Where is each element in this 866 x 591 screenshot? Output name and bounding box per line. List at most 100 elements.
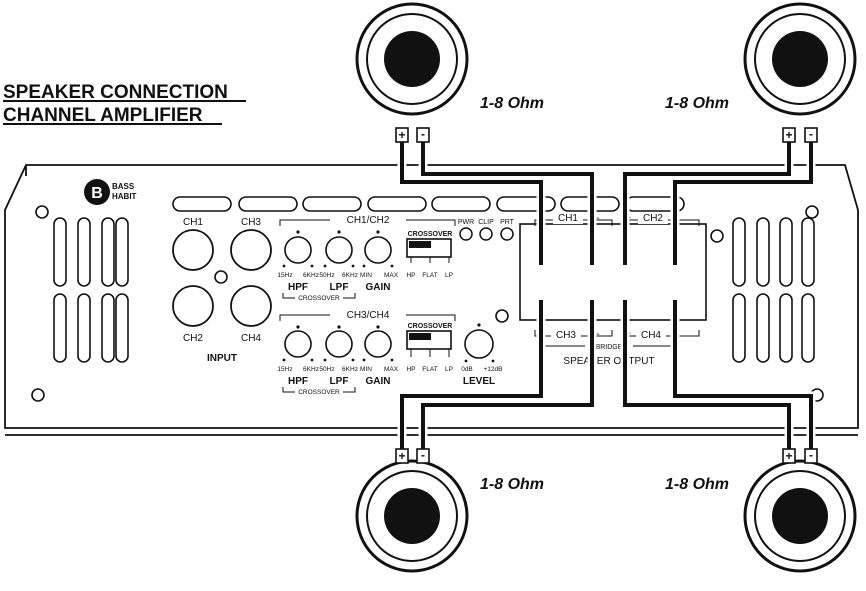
- mount-hole-bottom-left: [31, 388, 45, 402]
- speaker-bottom-right-ohm: 1-8 Ohm: [665, 476, 729, 493]
- gain-max-ch34: MAX: [384, 366, 399, 373]
- spk-bl-minus: -: [421, 448, 425, 462]
- rca-jack-ch1[interactable]: [172, 229, 214, 271]
- mount-hole-top-right: [805, 205, 819, 219]
- input-ch4-label: CH4: [241, 333, 261, 344]
- switch-flat-ch12: FLAT: [422, 272, 437, 279]
- wire-ch1-plus: [400, 140, 543, 265]
- speaker-output-label: SPEAKER OUTPUT: [563, 356, 654, 367]
- speaker-top-left-ohm: 1-8 Ohm: [480, 95, 544, 112]
- lpf-label-ch34: LPF: [330, 376, 349, 387]
- input-ch2-label: CH2: [183, 333, 203, 344]
- speaker-bottom-right: + - 1-8 Ohm: [665, 448, 857, 573]
- speaker-top-right: + - 1-8 Ohm: [665, 2, 857, 143]
- spk-tl-plus: +: [398, 128, 405, 142]
- switch-lp-ch12: LP: [445, 272, 453, 279]
- lpf-knob-ch12[interactable]: [325, 236, 353, 264]
- hpf-label-ch34: HPF: [288, 376, 308, 387]
- led-clip-label: CLIP: [478, 219, 494, 226]
- mounting-holes: [31, 205, 824, 402]
- logo-text-line2: HABIT: [112, 192, 137, 201]
- wire-ch3-plus: [400, 300, 543, 452]
- level-control: 0dB +12dB LEVEL: [461, 323, 502, 387]
- logo-glyph: B: [91, 185, 103, 202]
- switch-flat-ch34: FLAT: [422, 366, 437, 373]
- out-ch3-minus: -: [596, 329, 599, 340]
- level-knob[interactable]: [464, 329, 494, 359]
- gain-min-ch34: MIN: [360, 366, 372, 373]
- led-prt-label: PRT: [500, 219, 515, 226]
- lpf-max-ch12: 6KHz: [342, 272, 358, 279]
- input-label: INPUT: [207, 353, 237, 364]
- lpf-min-ch34: 50Hz: [319, 366, 334, 373]
- spk-tr-plus: +: [785, 128, 792, 142]
- input-ch3-label: CH3: [241, 217, 261, 228]
- gain-knob-ch12[interactable]: [364, 236, 392, 264]
- crossover-switch-title-ch12: CROSSOVER: [408, 231, 453, 238]
- wire-ch3-minus: [421, 300, 594, 452]
- wire-ch2-plus: [623, 140, 791, 265]
- led-prt: [500, 227, 514, 241]
- status-leds: PWR CLIP PRT: [458, 219, 515, 241]
- gain-max-ch12: MAX: [384, 272, 399, 279]
- rca-inputs: CH1 CH3 CH2 CH4 INPUT: [172, 217, 272, 364]
- vent-slots-top: [172, 196, 685, 212]
- hpf-knob-ch12[interactable]: [284, 236, 312, 264]
- wire-ch4-minus: [673, 300, 813, 452]
- rca-jack-ch4[interactable]: [230, 285, 272, 327]
- out-ch1-minus: -: [596, 213, 599, 224]
- spk-tr-minus: -: [809, 127, 813, 141]
- hpf-knob-ch34[interactable]: [284, 330, 312, 358]
- switch-lp-ch34: LP: [445, 366, 453, 373]
- ch12-group-title: CH1/CH2: [347, 215, 390, 226]
- amplifier-chassis: [4, 164, 859, 436]
- hpf-min-ch12: 15Hz: [277, 272, 292, 279]
- gain-label-ch12: GAIN: [366, 282, 391, 293]
- controls-ch3-ch4: CH3/CH4 15Hz 6KHz 50Hz 6KHz MIN MAX HPF …: [277, 309, 456, 396]
- vent-slots-left: [53, 217, 129, 363]
- spk-br-minus: -: [809, 448, 813, 462]
- bass-habit-logo: B BASS HABIT: [84, 179, 137, 205]
- vent-slots-right: [732, 217, 815, 363]
- hpf-min-ch34: 15Hz: [277, 366, 292, 373]
- crossover-switch-title-ch34: CROSSOVER: [408, 323, 453, 330]
- level-label: LEVEL: [463, 376, 495, 387]
- panel-screw-left: [214, 270, 228, 284]
- controls-ch1-ch2: CH1/CH2 15Hz 6KHz 50Hz 6KHz MIN MAX HPF …: [277, 214, 456, 302]
- speaker-top-left: + - 1-8 Ohm: [355, 2, 544, 143]
- out-ch4-label: CH4: [641, 330, 661, 341]
- wire-ch4-plus: [623, 300, 791, 452]
- crossover-caption-ch34: CROSSOVER: [298, 389, 340, 396]
- mount-hole-top-left: [35, 205, 49, 219]
- led-pwr-label: PWR: [458, 219, 474, 226]
- title-line1: SPEAKER CONNECTION: [3, 82, 228, 103]
- out-ch2-label: CH2: [643, 213, 663, 224]
- speaker-bottom-left: + - 1-8 Ohm: [355, 448, 544, 573]
- hpf-max-ch12: 6KHz: [303, 272, 319, 279]
- gain-knob-ch34[interactable]: [364, 330, 392, 358]
- panel-screw-center: [495, 309, 509, 323]
- crossover-caption-ch12: CROSSOVER: [298, 295, 340, 302]
- out-ch1-label: CH1: [558, 213, 578, 224]
- lpf-knob-ch34[interactable]: [325, 330, 353, 358]
- hpf-max-ch34: 6KHz: [303, 366, 319, 373]
- rca-jack-ch3[interactable]: [230, 229, 272, 271]
- spk-bl-plus: +: [398, 449, 405, 463]
- level-min: 0dB: [461, 366, 473, 373]
- gain-label-ch34: GAIN: [366, 376, 391, 387]
- wire-ch2-minus: [673, 140, 813, 265]
- out-ch3-label: CH3: [556, 330, 576, 341]
- lpf-max-ch34: 6KHz: [342, 366, 358, 373]
- diagram-title: SPEAKER CONNECTION CHANNEL AMPLIFIER: [3, 82, 246, 126]
- spk-br-plus: +: [785, 449, 792, 463]
- spk-tl-minus: -: [421, 127, 425, 141]
- gain-min-ch12: MIN: [360, 272, 372, 279]
- wire-ch1-minus: [421, 140, 594, 265]
- speaker-wires: [397, 140, 816, 452]
- ch34-group-title: CH3/CH4: [347, 310, 390, 321]
- logo-text-line1: BASS: [112, 182, 135, 191]
- rca-jack-ch2[interactable]: [172, 285, 214, 327]
- hpf-label-ch12: HPF: [288, 282, 308, 293]
- lpf-label-ch12: LPF: [330, 282, 349, 293]
